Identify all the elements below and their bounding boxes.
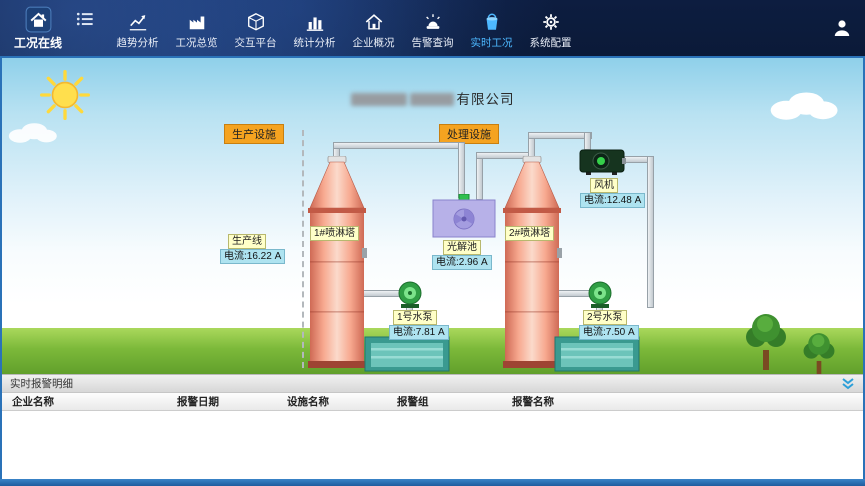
alarm-siren-icon: [423, 11, 443, 32]
nav-logo-label: 工况在线: [14, 35, 63, 50]
tag-pump2-current: 电流:7.50 A: [579, 325, 639, 340]
alarm-table-body: [2, 411, 863, 479]
factory-icon: [187, 11, 207, 32]
pipe: [528, 132, 592, 139]
scada-scene: 有限公司 生产设施 处理设施: [2, 58, 863, 374]
section-label-production: 生产设施: [224, 124, 284, 144]
pipe: [476, 152, 483, 200]
column-alarm-group: 报警组: [397, 396, 429, 408]
realtime-alarm-panel: 实时报警明细 企业名称 报警日期 设施名称 报警组 报警名称: [2, 374, 863, 479]
nav-item-enterprise[interactable]: 企业概况: [344, 6, 403, 50]
company-name-redacted: [350, 93, 407, 106]
tree-icon: [744, 310, 788, 372]
fan-unit: [578, 146, 626, 176]
nav-item-platform[interactable]: 交互平台: [226, 6, 285, 50]
tag-fan-name: 风机: [590, 178, 618, 193]
tag-production-line-name: 生产线: [228, 234, 266, 249]
nav-item-label: 企业概况: [352, 37, 395, 49]
nav-item-trend-analysis[interactable]: 趋势分析: [108, 6, 167, 50]
nav-item-statistics[interactable]: 统计分析: [285, 6, 344, 50]
tag-photolysis-name: 光解池: [443, 240, 481, 255]
column-enterprise-name: 企业名称: [12, 396, 54, 408]
tag-pump2-name: 2号水泵: [583, 310, 627, 325]
tree-icon: [802, 330, 836, 374]
nav-item-label: 交互平台: [234, 37, 277, 49]
nav-item-alarm-query[interactable]: 告警查询: [403, 6, 462, 50]
cloud-icon: [4, 120, 60, 144]
nav-item-system-config[interactable]: 系统配置: [521, 6, 580, 50]
alarm-panel-title: 实时报警明细: [10, 378, 73, 390]
cloud-icon: [764, 88, 842, 121]
tag-production-line-current: 电流:16.22 A: [220, 249, 286, 264]
company-title-suffix: 有限公司: [456, 92, 515, 107]
alarm-table-header: 企业名称 报警日期 设施名称 报警组 报警名称: [2, 393, 863, 411]
tag-fan-current: 电流:12.48 A: [580, 193, 646, 208]
nav-items: 趋势分析 工况总览 交互平台 统计分析: [108, 6, 580, 50]
bottom-frame-bar: [0, 479, 865, 486]
photolysis-unit: [432, 194, 496, 238]
sun-icon: [40, 70, 91, 121]
collapse-chevron-icon[interactable]: [841, 377, 855, 390]
water-pump-2: [587, 280, 613, 308]
cube-icon: [246, 11, 266, 32]
nav-item-label: 工况总览: [175, 37, 218, 49]
nav-item-label: 趋势分析: [116, 37, 159, 49]
nav-item-label: 实时工况: [470, 37, 513, 49]
nav-item-label: 系统配置: [529, 37, 572, 49]
pipe: [647, 156, 654, 308]
tag-tower2-name: 2#喷淋塔: [505, 226, 555, 241]
water-pump-1: [397, 280, 423, 308]
trend-icon: [128, 11, 148, 32]
nav-item-label: 告警查询: [411, 37, 454, 49]
company-name-redacted: [409, 93, 454, 106]
column-alarm-date: 报警日期: [177, 396, 219, 408]
water-tank-1: [364, 336, 450, 372]
menu-list-icon[interactable]: [76, 10, 94, 28]
home-icon: [364, 11, 384, 32]
tag-photolysis-current: 电流:2.96 A: [432, 255, 492, 270]
spray-tower-2: [502, 156, 562, 368]
company-title: 有限公司: [2, 88, 863, 108]
bucket-icon: [482, 11, 502, 32]
alarm-panel-header: 实时报警明细: [2, 374, 863, 393]
user-icon[interactable]: [831, 17, 853, 39]
nav-item-label: 统计分析: [293, 37, 336, 49]
factory-home-logo-icon: [25, 6, 52, 33]
main-frame: 有限公司 生产设施 处理设施: [0, 56, 865, 479]
top-nav: 工况在线 趋势分析 工况总览 交互平台: [0, 0, 865, 56]
spray-tower-1: [307, 156, 367, 368]
bar-chart-icon: [305, 11, 325, 32]
nav-item-realtime-status[interactable]: 实时工况: [462, 6, 521, 50]
tag-tower1-name: 1#喷淋塔: [310, 226, 360, 241]
tag-pump1-name: 1号水泵: [393, 310, 437, 325]
section-label-treatment: 处理设施: [439, 124, 499, 144]
pipe: [458, 142, 465, 198]
water-tank-2: [554, 336, 640, 372]
column-facility-name: 设施名称: [287, 396, 329, 408]
gear-icon: [541, 11, 561, 32]
column-alarm-name: 报警名称: [512, 396, 554, 408]
nav-logo[interactable]: 工况在线: [14, 6, 62, 51]
section-divider: [302, 130, 304, 368]
pipe: [333, 142, 465, 149]
nav-item-overview[interactable]: 工况总览: [167, 6, 226, 50]
tag-pump1-current: 电流:7.81 A: [389, 325, 449, 340]
